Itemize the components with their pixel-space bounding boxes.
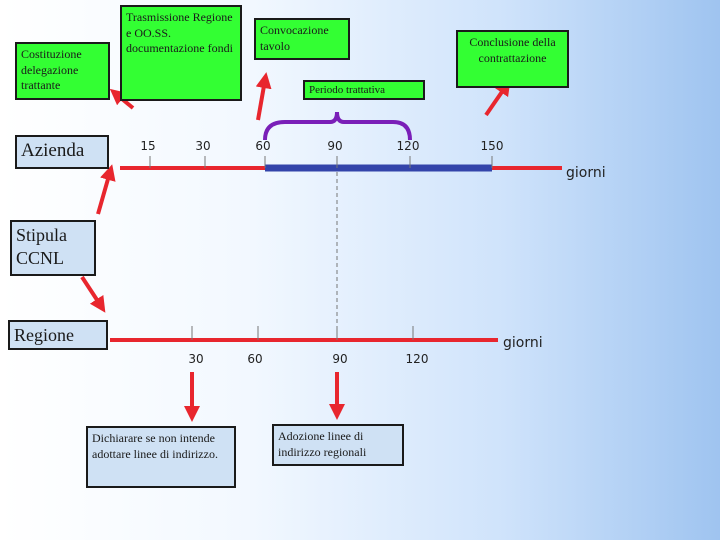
azienda-text: Azienda xyxy=(21,140,85,161)
top-axis-ticks xyxy=(149,156,493,168)
top-tick-label: 15 xyxy=(140,139,156,153)
bottom-axis-ticks xyxy=(191,326,414,340)
periodo-text: Periodo trattativa xyxy=(309,84,386,96)
stipula-text: Stipula CCNL xyxy=(16,225,68,268)
bottom-tick-label: 60 xyxy=(247,352,263,366)
trasmissione-box: Trasmissione Regione e OO.SS. documentaz… xyxy=(120,5,242,101)
convocazione-box: Convocazione tavolo xyxy=(254,18,350,60)
conclusione-box: Conclusione della contrattazione xyxy=(456,30,569,88)
convocazione-text: Convocazione tavolo xyxy=(260,23,329,53)
regione-box: Regione xyxy=(8,320,108,350)
arrow-stipula-to-regione xyxy=(80,275,106,313)
dichiarare-box: Dichiarare se non intende adottare linee… xyxy=(86,426,236,488)
adozione-text: Adozione linee di indirizzo regionali xyxy=(278,429,367,459)
conclusione-text: Conclusione della contrattazione xyxy=(469,35,556,65)
costituzione-text: Costituzione delegazione trattante xyxy=(21,47,82,93)
bottom-tick-label: 120 xyxy=(405,352,429,366)
adozione-box: Adozione linee di indirizzo regionali xyxy=(272,424,404,466)
arrow-to-conclusione xyxy=(484,79,511,117)
bottom-tick-label: 90 xyxy=(332,352,348,366)
stipula-box: Stipula CCNL xyxy=(10,220,96,276)
regione-text: Regione xyxy=(14,325,74,345)
period-brace xyxy=(263,111,412,141)
top-tick-label: 30 xyxy=(195,139,211,153)
azienda-box: Azienda xyxy=(15,135,109,169)
bottom-tick-label: 30 xyxy=(188,352,204,366)
top-tick-label: 150 xyxy=(480,139,504,153)
periodo-box: Periodo trattativa xyxy=(303,80,425,100)
top-axis-unit: giorni xyxy=(566,165,606,181)
arrow-to-trasmissione xyxy=(109,88,135,110)
costituzione-box: Costituzione delegazione trattante xyxy=(15,42,110,100)
dichiarare-text: Dichiarare se non intende adottare linee… xyxy=(92,431,218,461)
top-tick-label: 90 xyxy=(327,139,343,153)
arrow-stipula-to-azienda xyxy=(96,164,116,215)
top-tick-label: 60 xyxy=(255,139,271,153)
bottom-axis-unit: giorni xyxy=(503,335,543,351)
trasmissione-text: Trasmissione Regione e OO.SS. documentaz… xyxy=(126,10,233,56)
arrow-to-convocazione xyxy=(255,72,272,121)
top-tick-label: 120 xyxy=(396,139,420,153)
